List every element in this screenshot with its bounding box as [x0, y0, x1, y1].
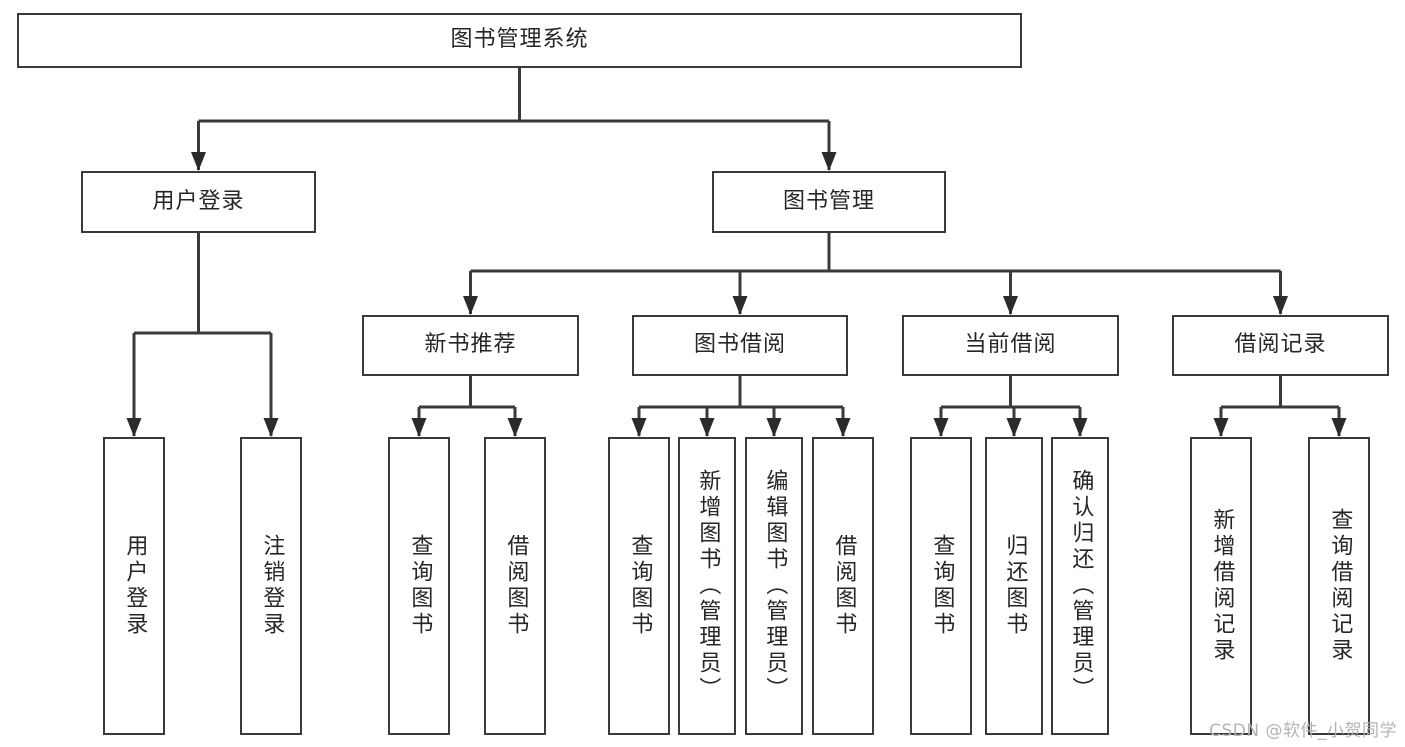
leaf-query-book-1[interactable]: 查询图书	[388, 437, 450, 735]
leaf-query-book-3-label: 查询图书	[929, 534, 955, 638]
leaf-add-book[interactable]: 新增图书（管理员）	[678, 437, 736, 735]
leaf-query-book-2-label: 查询图书	[627, 534, 653, 638]
leaf-query-book-2[interactable]: 查询图书	[608, 437, 670, 735]
leaf-query-book-3[interactable]: 查询图书	[910, 437, 972, 735]
leaf-logout[interactable]: 注销登录	[240, 437, 302, 735]
node-book-borrow[interactable]: 图书借阅	[632, 315, 848, 376]
node-borrow-record[interactable]: 借阅记录	[1172, 315, 1389, 376]
node-user-login[interactable]: 用户登录	[81, 171, 316, 233]
leaf-borrow-book-2[interactable]: 借阅图书	[812, 437, 874, 735]
node-root[interactable]: 图书管理系统	[17, 13, 1022, 68]
leaf-user-login[interactable]: 用户登录	[103, 437, 165, 735]
node-current-borrow[interactable]: 当前借阅	[902, 315, 1119, 376]
watermark: CSDN @软件_小贺同学	[1209, 721, 1397, 741]
leaf-borrow-book-1[interactable]: 借阅图书	[484, 437, 546, 735]
node-root-label: 图书管理系统	[450, 27, 589, 53]
node-book-borrow-label: 图书借阅	[693, 332, 786, 358]
leaf-logout-label: 注销登录	[259, 534, 285, 638]
leaf-borrow-book-1-label: 借阅图书	[503, 534, 529, 638]
leaf-confirm-return[interactable]: 确认归还（管理员）	[1051, 437, 1109, 735]
node-book-manage-label: 图书管理	[782, 188, 875, 214]
leaf-edit-book-label: 编辑图书（管理员）	[762, 469, 788, 703]
leaf-edit-book[interactable]: 编辑图书（管理员）	[745, 437, 803, 735]
node-borrow-record-label: 借阅记录	[1234, 332, 1327, 358]
node-book-manage[interactable]: 图书管理	[712, 171, 946, 233]
node-current-borrow-label: 当前借阅	[964, 332, 1057, 358]
node-user-login-label: 用户登录	[152, 188, 245, 214]
leaf-return-book[interactable]: 归还图书	[985, 437, 1043, 735]
leaf-add-book-label: 新增图书（管理员）	[695, 469, 721, 703]
leaf-query-book-1-label: 查询图书	[407, 534, 433, 638]
leaf-user-login-label: 用户登录	[122, 534, 148, 638]
leaf-query-borrow-record-label: 查询借阅记录	[1327, 508, 1353, 664]
leaf-return-book-label: 归还图书	[1002, 534, 1028, 638]
leaf-confirm-return-label: 确认归还（管理员）	[1068, 469, 1094, 703]
leaf-borrow-book-2-label: 借阅图书	[831, 534, 857, 638]
leaf-add-borrow-record-label: 新增借阅记录	[1209, 508, 1235, 664]
node-new-book-recommend-label: 新书推荐	[424, 332, 517, 358]
leaf-query-borrow-record[interactable]: 查询借阅记录	[1308, 437, 1370, 735]
node-new-book-recommend[interactable]: 新书推荐	[362, 315, 579, 376]
leaf-add-borrow-record[interactable]: 新增借阅记录	[1190, 437, 1252, 735]
